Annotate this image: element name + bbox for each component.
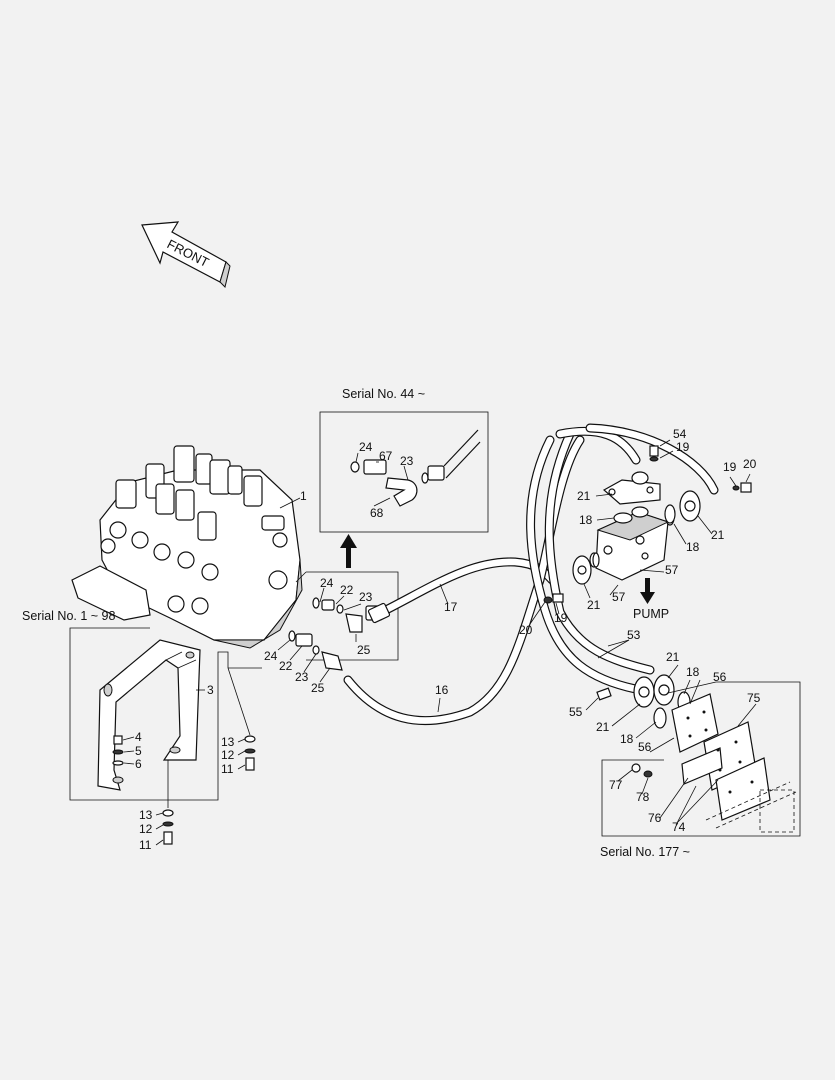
part-label-l55: 55 [569,705,583,719]
serial-44-inset [319,411,489,533]
part-label-l19b: 19 [676,440,690,454]
part-label-l24c: 24 [264,649,278,663]
part-label-l68: 68 [370,506,384,520]
lower-bolts-19-20 [529,593,564,625]
bolt-stack-bottom [162,809,174,845]
pump-arrow: PUMP [633,578,669,621]
part-label-l19c: 19 [723,460,737,474]
part-label-l5: 5 [135,744,142,758]
upper-flanges [572,471,713,599]
part-label-l12b: 12 [139,822,153,836]
part-label-l18d: 18 [620,732,634,746]
part-label-l4: 4 [135,730,142,744]
part-label-l18a: 18 [579,513,593,527]
mounting-plates [649,679,771,826]
part-label-l12a: 12 [221,748,235,762]
part-label-l56a: 56 [713,670,727,684]
part-label-l20b: 20 [743,457,757,471]
part-label-l1: 1 [300,489,307,503]
bolt-4 [112,735,124,766]
part-label-l25a: 25 [357,643,371,657]
part-label-l13a: 13 [221,735,235,749]
part-label-l11b: 11 [139,838,152,852]
part-label-l19a: 19 [554,611,568,625]
part-label-l57a: 57 [665,563,679,577]
part-label-l21a: 21 [577,489,591,503]
part-label-l22b: 22 [279,659,293,673]
part-label-l13b: 13 [139,808,153,822]
pump-adapter-block [589,510,675,596]
part-label-l67: 67 [379,449,393,463]
pump-label: PUMP [633,607,669,621]
part-label-l23b: 23 [359,590,373,604]
part-label-l23c: 23 [295,670,309,684]
part-label-l54: 54 [673,427,687,441]
part-label-l53: 53 [627,628,641,642]
serial-177-inset [601,681,801,837]
upper-bolts [649,439,752,493]
hose-16 [343,435,585,726]
part-label-l75: 75 [747,691,761,705]
serial-1-98-frame [69,627,229,801]
part-label-l76: 76 [648,811,662,825]
part-label-l21e: 21 [596,720,610,734]
part-label-l16: 16 [435,683,449,697]
lower-fittings [277,630,343,683]
part-label-l6: 6 [135,757,142,771]
caption-serial-1-98: Serial No. 1 ~ 98 [22,609,116,623]
part-label-l74: 74 [672,820,686,834]
caption-serial-44: Serial No. 44 ~ [342,387,425,401]
part-label-l3: 3 [207,683,214,697]
part-label-l17: 17 [444,600,458,614]
part-label-l78: 78 [636,790,650,804]
part-label-l23a: 23 [400,454,414,468]
part-label-l24a: 24 [359,440,373,454]
up-arrow [340,534,357,568]
part-label-l18c: 18 [686,665,700,679]
part-label-l21c: 21 [587,598,601,612]
part-label-l22a: 22 [340,583,354,597]
part-label-l21b: 21 [711,528,725,542]
caption-serial-177: Serial No. 177 ~ [600,845,690,859]
front-arrow: FRONT [141,221,231,288]
control-valve [71,445,303,649]
bolt-stack-right [244,735,256,771]
part-label-l25b: 25 [311,681,325,695]
part-label-l21d: 21 [666,650,680,664]
part-label-l24b: 24 [320,576,334,590]
part-label-l57b: 57 [612,590,626,604]
part-label-l56b: 56 [638,740,652,754]
mounting-bracket [97,639,256,846]
part-label-l77: 77 [609,778,623,792]
part-label-l18b: 18 [686,540,700,554]
hose-bundle-53 [526,423,719,695]
part-label-l11a: 11 [221,762,234,776]
part-label-l20a: 20 [519,623,533,637]
